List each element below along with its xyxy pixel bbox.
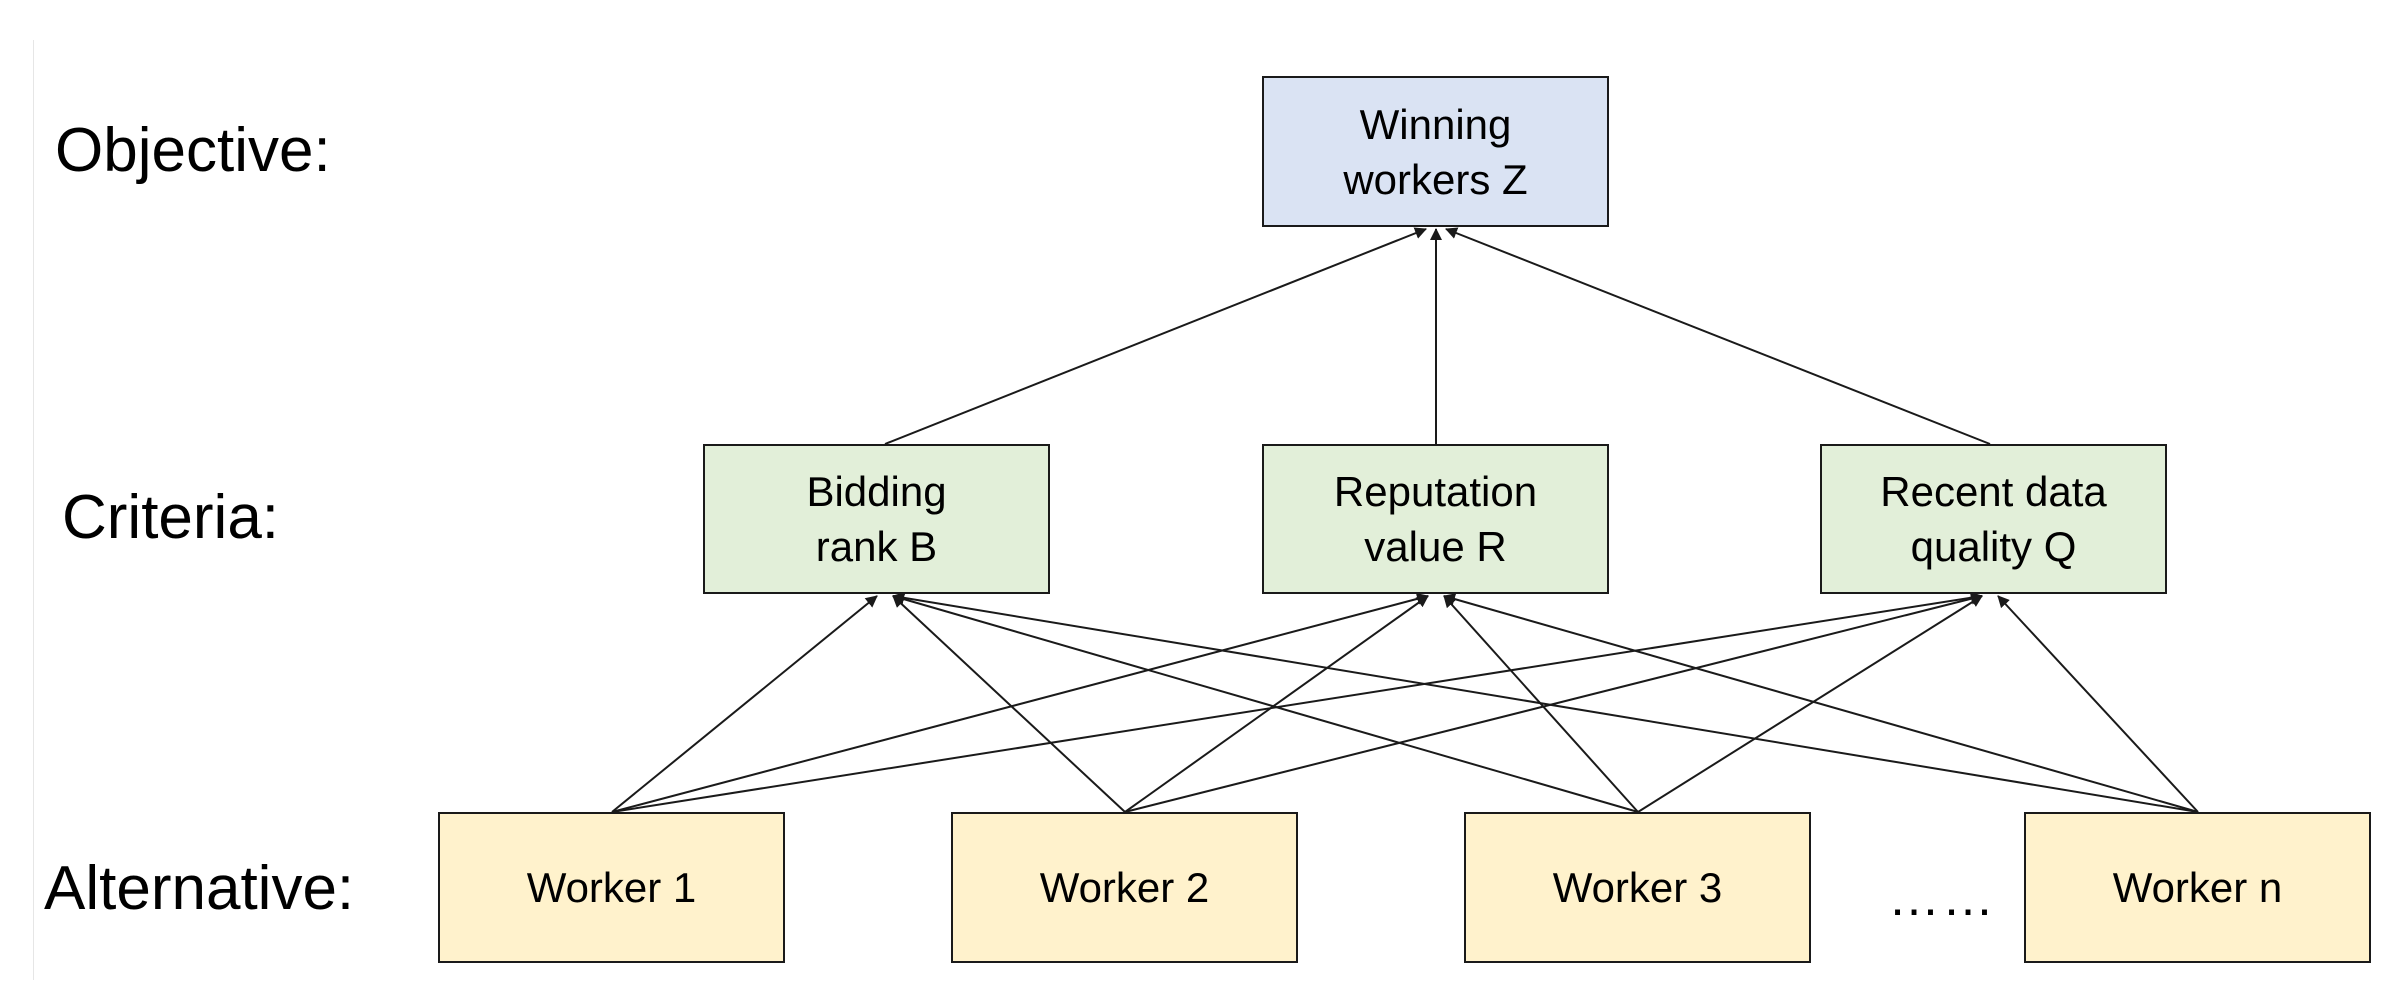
criteria-node-line1: Bidding [806, 468, 947, 515]
edge-w2-to-B [892, 595, 1126, 813]
criteria-node-bidding: Bidding rank B [703, 444, 1050, 594]
objective-node: Winning workers Z [1262, 76, 1609, 227]
alternative-node-label: Worker 3 [1552, 864, 1723, 911]
edge-wn-to-Q [1997, 595, 2199, 813]
edge-wn-to-R [1443, 593, 2199, 813]
criteria-node-line2: value R [1364, 523, 1507, 570]
criteria-node-quality: Recent data quality Q [1820, 444, 2167, 594]
criteria-node-line2: quality Q [1910, 523, 2077, 570]
level-label-objective: Objective: [55, 116, 331, 185]
edge-wn-to-B [892, 591, 2199, 813]
criteria-node-line1: Recent data [1880, 468, 2107, 515]
edge-w1-to-Q [611, 591, 1983, 813]
alternative-node-label: Worker n [2112, 864, 2283, 911]
level-label-alternative: Alternative: [44, 854, 355, 923]
alternative-node-worker-1: Worker 1 [438, 812, 785, 963]
left-border-line [33, 40, 34, 980]
edge-w1-to-R [611, 593, 1429, 813]
criteria-node-line2: rank B [815, 523, 938, 570]
edge-w3-to-Q [1637, 595, 1983, 813]
objective-node-line1: Winning [1359, 100, 1512, 148]
alternative-node-worker-2: Worker 2 [951, 812, 1298, 963]
edge-w1-to-B [611, 595, 878, 813]
criteria-node-reputation: Reputation value R [1262, 444, 1609, 594]
alternative-node-label: Worker 2 [1039, 864, 1210, 911]
edge-w3-to-B [892, 593, 1639, 813]
ellipsis: …… [1888, 869, 1996, 927]
alternative-node-worker-3: Worker 3 [1464, 812, 1811, 963]
alternative-node-label: Worker 1 [526, 864, 697, 911]
level-label-criteria: Criteria: [62, 483, 280, 552]
edge-Q-to-Z [1445, 227, 1991, 445]
criteria-node-line1: Reputation [1333, 468, 1538, 515]
alternative-node-worker-n: Worker n [2024, 812, 2371, 963]
edge-w2-to-Q [1124, 592, 1983, 813]
edge-w2-to-R [1124, 595, 1429, 813]
edge-B-to-Z [884, 227, 1427, 445]
objective-node-line2: workers Z [1343, 155, 1528, 203]
